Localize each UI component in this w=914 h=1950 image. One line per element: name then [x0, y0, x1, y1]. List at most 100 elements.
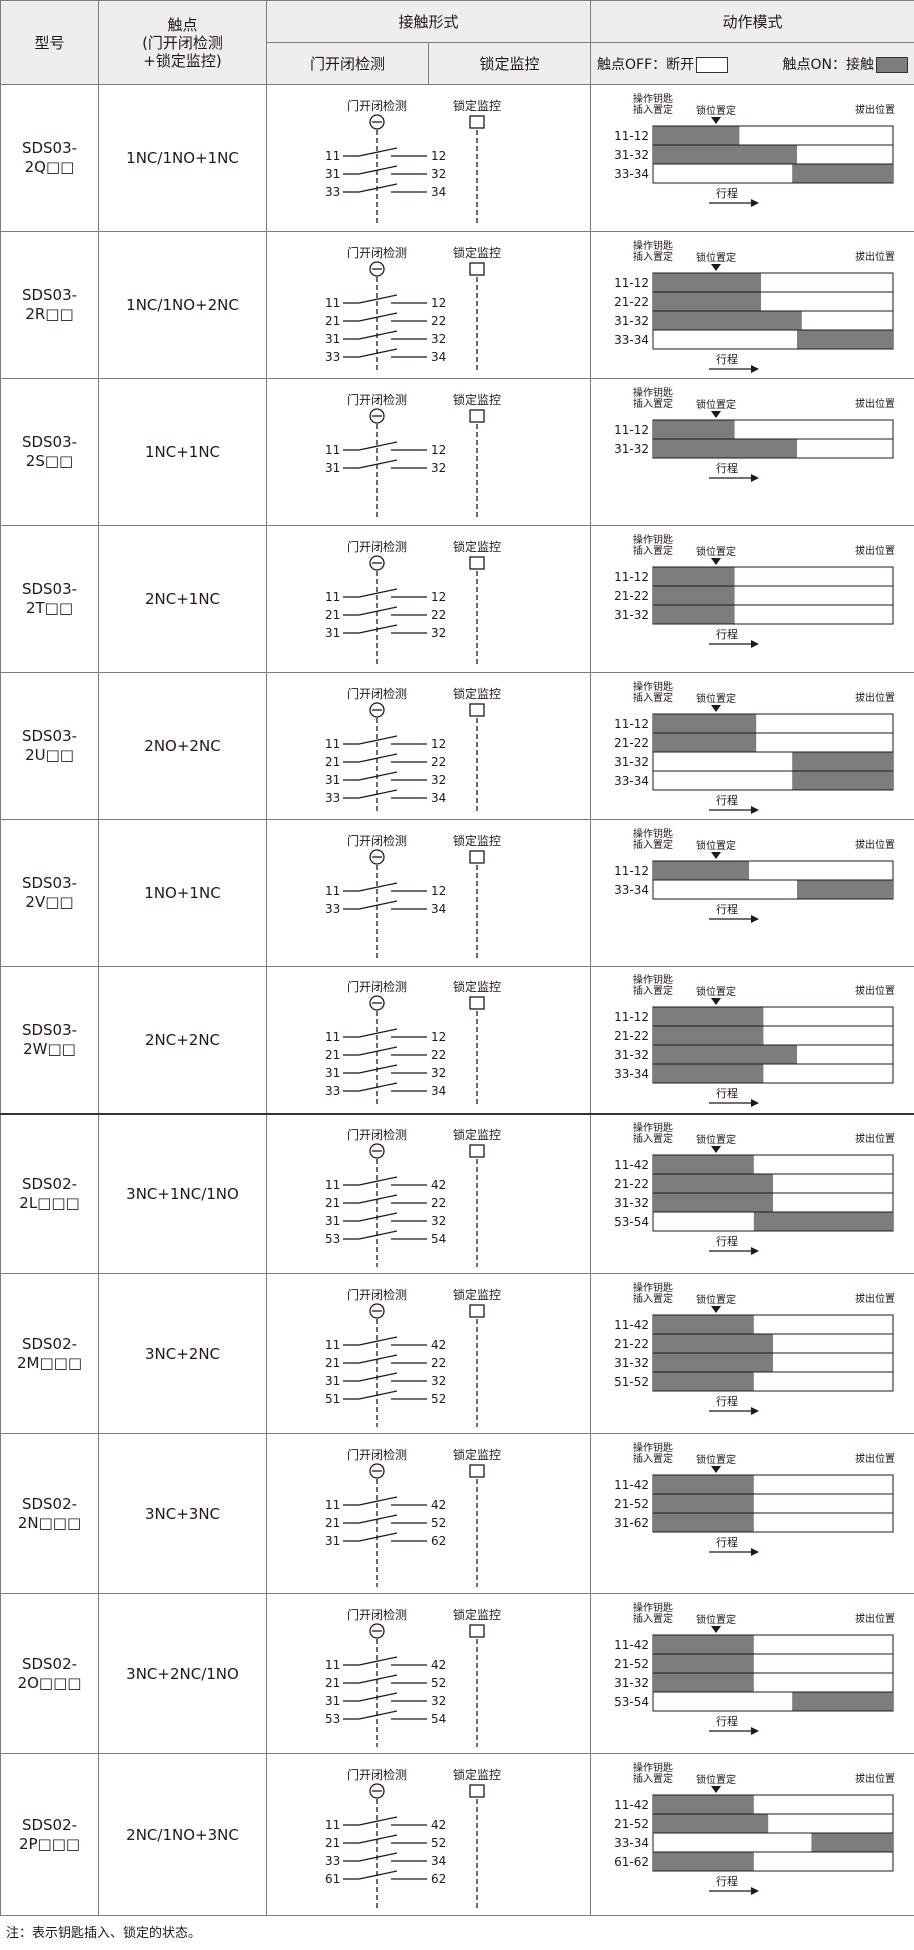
- mode-row-label: 31-32: [614, 1196, 649, 1210]
- locked-marker-icon: [711, 263, 722, 271]
- stroke-arrow-head-icon: [751, 805, 760, 814]
- locked-label: 锁位置定: [696, 104, 736, 117]
- terminal-label: 31: [325, 773, 340, 787]
- header-legend: 触点OFF：断开 触点ON：接触: [590, 42, 914, 85]
- stroke-label: 行程: [716, 1875, 738, 1888]
- door-title: 门开闭检测: [347, 539, 407, 554]
- lock-icon: [469, 408, 485, 423]
- terminal-label: 42: [431, 1818, 446, 1832]
- contact-blade: [358, 1194, 398, 1204]
- mode-row-label: 53-54: [614, 1695, 649, 1709]
- mode-row-label: 11-12: [614, 276, 649, 290]
- model-cell: SDS02- 2P□□□: [0, 1753, 99, 1916]
- terminal-label: 52: [431, 1836, 446, 1850]
- insert-label: 操作钥匙: [633, 1761, 673, 1774]
- contact-blade: [358, 752, 398, 763]
- door-title: 门开闭检测: [347, 98, 407, 113]
- contact-blade: [358, 1353, 398, 1364]
- terminal-label: 12: [431, 884, 446, 898]
- contact-blade: [358, 1815, 398, 1826]
- terminal-label: 33: [325, 185, 340, 199]
- terminal-label: 22: [431, 1356, 446, 1370]
- terminal-label: 12: [431, 443, 446, 457]
- terminal-label: 11: [325, 296, 340, 310]
- terminal-label: 62: [431, 1872, 446, 1886]
- terminal-label: 11: [325, 149, 340, 163]
- stroke-label: 行程: [716, 794, 738, 807]
- contact-blade: [358, 293, 398, 304]
- terminal-label: 32: [431, 773, 446, 787]
- pull-label: 拔出位置: [855, 1292, 895, 1305]
- mode-row-label: 11-12: [614, 1010, 649, 1024]
- mode-on-bar: [653, 1654, 754, 1672]
- legend-on-swatch: [876, 56, 909, 73]
- terminal-label: 31: [325, 1694, 340, 1708]
- mode-on-bar: [653, 1193, 774, 1212]
- contact-blade: [358, 1389, 398, 1400]
- contact-cell: 3NC+2NC/1NO: [98, 1593, 267, 1754]
- mode-on-bar: [653, 714, 757, 732]
- locked-marker-icon: [711, 410, 722, 418]
- mode-row-label: 33-34: [614, 333, 649, 347]
- mode-row-label: 21-52: [614, 1657, 649, 1671]
- mode-row-label: 33-34: [614, 774, 649, 788]
- contact-blade: [358, 1691, 398, 1702]
- mode-on-bar: [653, 605, 735, 623]
- locked-label: 锁位置定: [696, 1613, 736, 1626]
- lock-title: 锁定监控: [453, 539, 501, 554]
- contact-blade: [358, 770, 398, 781]
- terminal-label: 31: [325, 332, 340, 346]
- contact-cell: 3NC+3NC: [98, 1433, 267, 1594]
- contact-blade: [358, 1064, 398, 1074]
- lock-title: 锁定监控: [453, 686, 501, 701]
- pull-label: 拔出位置: [855, 1772, 895, 1785]
- mode-on-bar: [653, 1026, 764, 1045]
- lock-title: 锁定监控: [453, 979, 501, 994]
- terminal-label: 21: [325, 314, 340, 328]
- terminal-label: 52: [431, 1516, 446, 1530]
- terminal-label: 52: [431, 1392, 446, 1406]
- mode-on-bar: [653, 1814, 769, 1832]
- mode-row-label: 11-42: [614, 1478, 649, 1492]
- mode-row-label: 11-12: [614, 717, 649, 731]
- mode-on-bar: [797, 330, 894, 348]
- contact-blade: [358, 1709, 398, 1720]
- mode-on-bar: [653, 586, 735, 604]
- terminal-label: 21: [325, 1048, 340, 1062]
- lock-icon: [469, 114, 485, 129]
- insert-label: 操作钥匙: [633, 1601, 673, 1614]
- header-form: 接触形式: [265, 0, 592, 43]
- terminal-label: 11: [325, 1338, 340, 1352]
- insert-label: 操作钥匙: [633, 239, 673, 252]
- mode-diagram: 操作钥匙插入置定锁位置定拔出位置11-4221-2231-3253-54行程: [614, 1121, 895, 1255]
- mode-row-label: 33-34: [614, 1067, 649, 1081]
- legend-off-swatch: [696, 56, 729, 73]
- terminal-label: 34: [431, 350, 446, 364]
- door-title: 门开闭检测: [347, 833, 407, 848]
- lock-icon: [469, 261, 485, 276]
- mode-on-bar: [653, 1045, 798, 1064]
- contact-blade: [358, 440, 398, 451]
- terminal-label: 31: [325, 626, 340, 640]
- mode-row-label: 21-22: [614, 1337, 649, 1351]
- stroke-arrow-head-icon: [751, 1406, 760, 1415]
- mode-diagram: 操作钥匙插入置定锁位置定拔出位置11-1231-32行程: [614, 386, 895, 482]
- mode-diagram: 操作钥匙插入置定锁位置定拔出位置11-1221-2231-32行程: [614, 533, 895, 648]
- mode-diagram: 操作钥匙插入置定锁位置定拔出位置11-4221-5231-62行程: [614, 1441, 895, 1556]
- mode-on-bar: [653, 1064, 764, 1083]
- locked-marker-icon: [711, 998, 722, 1006]
